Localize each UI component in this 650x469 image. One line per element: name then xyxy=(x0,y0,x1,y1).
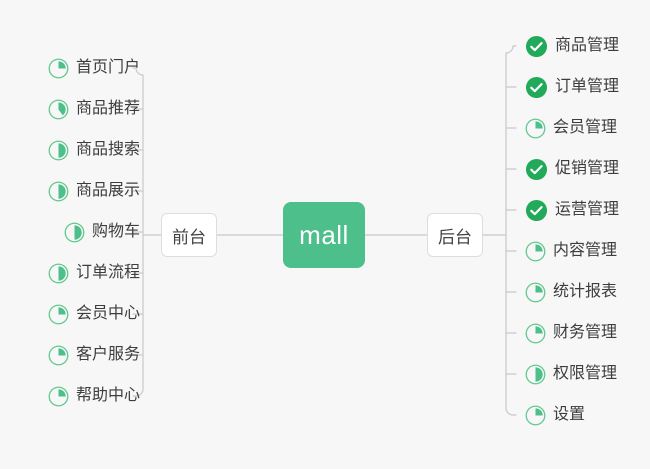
leaf-item-label: 运营管理 xyxy=(555,201,620,218)
leaf-item-left-6[interactable]: 订单流程 xyxy=(48,260,140,286)
check-circle-icon xyxy=(525,199,548,222)
leaf-item-label: 订单管理 xyxy=(555,78,620,95)
leaf-item-label: 帮助中心 xyxy=(75,387,140,404)
leaf-item-left-2[interactable]: 商品推荐 xyxy=(48,96,140,122)
check-circle-icon xyxy=(525,76,548,99)
leaf-item-label: 商品推荐 xyxy=(75,100,140,117)
leaf-item-label: 财务管理 xyxy=(553,324,618,341)
check-circle-icon xyxy=(525,35,548,58)
progress-pie-icon xyxy=(525,364,546,385)
branch-node-frontend[interactable]: 前台 xyxy=(161,213,217,257)
leaf-item-left-3[interactable]: 商品搜索 xyxy=(48,137,140,163)
progress-pie-icon xyxy=(48,181,69,202)
check-circle-icon xyxy=(525,158,548,181)
branch-node-backend[interactable]: 后台 xyxy=(427,213,483,257)
leaf-item-label: 统计报表 xyxy=(553,283,618,300)
leaf-item-left-4[interactable]: 商品展示 xyxy=(48,178,140,204)
leaf-item-right-4[interactable]: 促销管理 xyxy=(525,156,619,182)
leaf-item-right-3[interactable]: 会员管理 xyxy=(525,115,617,141)
progress-pie-icon xyxy=(48,140,69,161)
leaf-item-right-7[interactable]: 统计报表 xyxy=(525,279,617,305)
leaf-item-label: 商品管理 xyxy=(555,37,620,54)
progress-pie-icon xyxy=(48,304,69,325)
leaf-item-label: 客户服务 xyxy=(75,346,140,363)
progress-pie-icon xyxy=(48,386,69,407)
progress-pie-icon xyxy=(48,99,69,120)
progress-pie-icon xyxy=(525,241,546,262)
leaf-item-label: 会员中心 xyxy=(75,305,140,322)
progress-pie-icon xyxy=(48,58,69,79)
leaf-item-label: 内容管理 xyxy=(553,242,618,259)
progress-pie-icon xyxy=(525,118,546,139)
leaf-item-label: 首页门户 xyxy=(75,59,140,76)
leaf-item-left-7[interactable]: 会员中心 xyxy=(48,301,140,327)
leaf-item-label: 购物车 xyxy=(91,223,140,240)
branch-node-frontend-label: 前台 xyxy=(172,227,206,247)
leaf-item-right-8[interactable]: 财务管理 xyxy=(525,320,617,346)
leaf-item-right-10[interactable]: 设置 xyxy=(525,402,585,428)
leaf-item-left-9[interactable]: 帮助中心 xyxy=(48,383,140,409)
leaf-item-label: 商品展示 xyxy=(75,182,140,199)
leaf-item-label: 权限管理 xyxy=(553,365,618,382)
leaf-item-label: 会员管理 xyxy=(553,119,618,136)
leaf-item-label: 促销管理 xyxy=(555,160,620,177)
progress-pie-icon xyxy=(64,222,85,243)
leaf-item-right-5[interactable]: 运营管理 xyxy=(525,197,619,223)
center-node[interactable]: mall xyxy=(283,202,365,268)
leaf-item-right-2[interactable]: 订单管理 xyxy=(525,74,619,100)
leaf-item-left-5[interactable]: 购物车 xyxy=(64,219,140,245)
progress-pie-icon xyxy=(525,282,546,303)
branch-node-backend-label: 后台 xyxy=(438,227,472,247)
progress-pie-icon xyxy=(48,263,69,284)
progress-pie-icon xyxy=(525,405,546,426)
leaf-item-label: 订单流程 xyxy=(75,264,140,281)
center-node-label: mall xyxy=(299,219,349,250)
leaf-item-right-9[interactable]: 权限管理 xyxy=(525,361,617,387)
leaf-item-right-1[interactable]: 商品管理 xyxy=(525,33,619,59)
leaf-item-right-6[interactable]: 内容管理 xyxy=(525,238,617,264)
leaf-item-left-1[interactable]: 首页门户 xyxy=(48,55,140,81)
leaf-item-left-8[interactable]: 客户服务 xyxy=(48,342,140,368)
progress-pie-icon xyxy=(525,323,546,344)
progress-pie-icon xyxy=(48,345,69,366)
leaf-item-label: 商品搜索 xyxy=(75,141,140,158)
leaf-item-label: 设置 xyxy=(553,406,586,423)
